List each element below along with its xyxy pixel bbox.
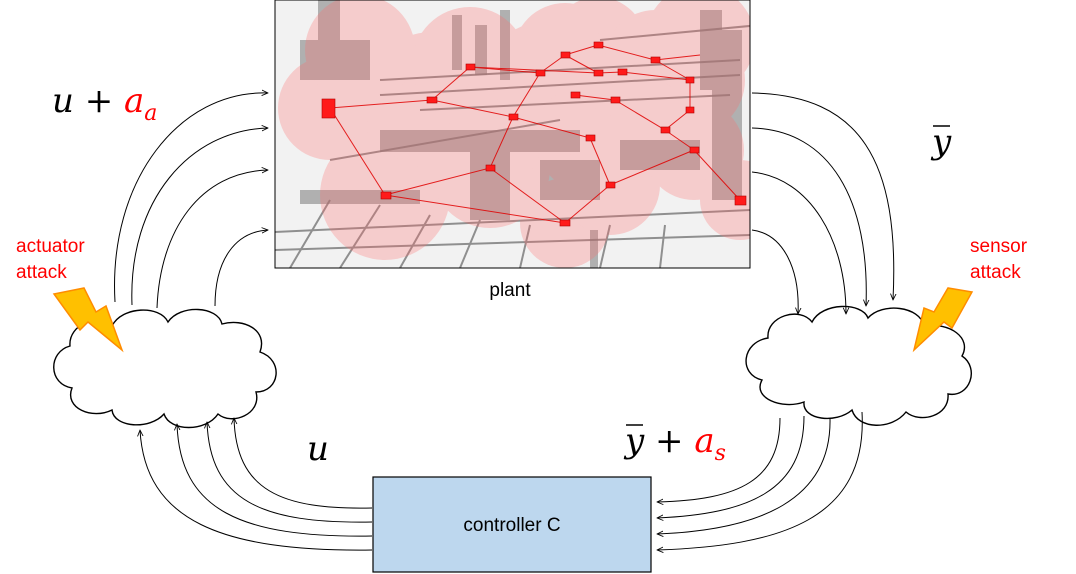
actuator-attack-bolt: [52, 287, 124, 353]
controller-block: controller C: [372, 476, 652, 573]
actuator-attack-line2: attack: [16, 262, 67, 283]
actuator-attack-line1: actuator: [16, 236, 85, 257]
plant-label: plant: [489, 280, 531, 301]
as-base: a: [694, 421, 714, 461]
signal-u-plus-aa: u + aa: [52, 81, 157, 126]
sensor-to-controller-channels: [657, 411, 863, 550]
left-network-cloud: [53, 308, 277, 429]
ybar-as-text: y + as: [623, 421, 726, 466]
ybar-plus: +: [644, 421, 694, 461]
sensor-attack-bolt: [912, 287, 974, 353]
cloud-icon: [745, 305, 972, 426]
u-plus-text: u +: [52, 81, 124, 121]
y-bar-text: y: [930, 122, 952, 162]
right-network-cloud: [745, 305, 972, 426]
plant-image: [274, 0, 751, 269]
cloud-icon: [53, 308, 277, 429]
sensor-attack-line1: sensor: [970, 236, 1028, 257]
controller-label: controller C: [463, 515, 560, 536]
aa-base: a: [124, 81, 144, 121]
aa-sub: a: [144, 101, 157, 126]
signal-y-bar: y: [930, 122, 952, 162]
signal-u: u: [307, 429, 329, 469]
sensor-channels: [751, 92, 894, 314]
controller-to-actuator-channels: [140, 418, 373, 551]
sensor-attack-line2: attack: [970, 262, 1021, 283]
as-sub: s: [715, 441, 726, 466]
ybar-base: y: [623, 421, 645, 461]
lightning-icon: [912, 287, 974, 353]
signal-ybar-plus-as: y + as: [623, 421, 726, 466]
plant-industrial-sketch: [275, 0, 750, 268]
lightning-icon: [52, 287, 124, 353]
controller-box: [372, 476, 652, 573]
actuator-channels: [114, 93, 268, 309]
